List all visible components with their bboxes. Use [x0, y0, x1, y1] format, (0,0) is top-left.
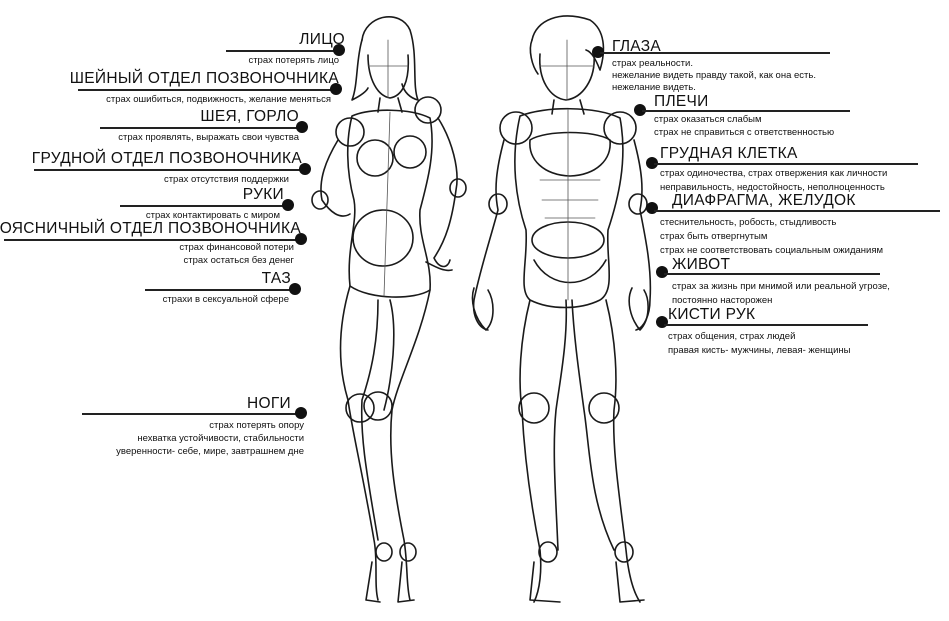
label-cervical-spine-line: [78, 89, 333, 91]
label-diaphragm-desc-2: страх быть отвергнутым: [660, 230, 767, 243]
label-neck-throat-line: [100, 127, 298, 129]
label-diaphragm-line: [654, 210, 940, 212]
label-shoulders-desc-2: страх не справиться с ответственностью: [654, 126, 834, 139]
label-diaphragm-title: ДИАФРАГМА, ЖЕЛУДОК: [672, 192, 856, 210]
label-hands-title: КИСТИ РУК: [668, 306, 755, 324]
label-lumbar-spine-desc-2: страх остаться без денег: [184, 254, 294, 267]
label-shoulders-desc-1: страх оказаться слабым: [654, 113, 762, 126]
label-pelvis-title: ТАЗ: [262, 270, 291, 288]
label-belly-marker: [656, 266, 668, 278]
label-legs-desc-3: уверенности- себе, мире, завтрашнем дне: [116, 445, 304, 458]
male-figure: [473, 16, 651, 602]
label-legs-desc-1: страх потерять опору: [209, 419, 304, 432]
label-legs-title: НОГИ: [247, 395, 291, 413]
label-chest-line: [654, 163, 918, 165]
label-hands-desc-2: правая кисть- мужчины, левая- женщины: [668, 344, 850, 357]
label-hands-desc-1: страх общения, страх людей: [668, 330, 795, 343]
label-shoulders-title: ПЛЕЧИ: [654, 93, 709, 111]
label-thoracic-spine-line: [34, 169, 302, 171]
label-lumbar-spine-marker: [295, 233, 307, 245]
label-chest-title: ГРУДНАЯ КЛЕТКА: [660, 145, 798, 163]
label-thoracic-spine-title: ГРУДНОЙ ОТДЕЛ ПОЗВОНОЧНИКА: [32, 150, 302, 168]
female-figure: [312, 17, 466, 602]
label-lumbar-spine-title: ПОЯСНИЧНЫЙ ОТДЕЛ ПОЗВОНОЧНИКА: [0, 220, 301, 238]
label-chest-desc-1: страх одиночества, страх отвержения как …: [660, 167, 887, 180]
label-arms-marker: [282, 199, 294, 211]
label-legs-line: [82, 413, 298, 415]
label-pelvis-marker: [289, 283, 301, 295]
label-belly-title: ЖИВОТ: [672, 256, 730, 274]
label-legs-desc-2: нехватка устойчивости, стабильности: [137, 432, 304, 445]
label-legs-marker: [295, 407, 307, 419]
label-diaphragm-desc-1: стеснительность, робость, стыдливость: [660, 216, 836, 229]
label-diaphragm-marker: [646, 202, 658, 214]
label-pelvis-line: [145, 289, 291, 291]
label-belly-desc-1: страх за жизнь при мнимой или реальной у…: [672, 280, 890, 293]
label-pelvis-desc: страхи в сексуальной сфере: [163, 293, 289, 306]
label-face-line: [226, 50, 336, 52]
label-arms-title: РУКИ: [243, 186, 284, 204]
label-thoracic-spine-marker: [299, 163, 311, 175]
label-hands-marker: [656, 316, 668, 328]
label-neck-throat-title: ШЕЯ, ГОРЛО: [200, 108, 299, 126]
label-cervical-spine-title: ШЕЙНЫЙ ОТДЕЛ ПОЗВОНОЧНИКА: [70, 70, 339, 88]
label-face-desc: страх потерять лицо: [248, 54, 339, 67]
label-hands-line: [664, 324, 868, 326]
label-neck-throat-desc: страх проявлять, выражать свои чувства: [118, 131, 299, 144]
label-cervical-spine-marker: [330, 83, 342, 95]
label-lumbar-spine-desc-1: страх финансовой потери: [179, 241, 294, 254]
label-arms-line: [120, 205, 286, 207]
label-thoracic-spine-desc: страх отсутствия поддержки: [164, 173, 289, 186]
label-eyes-title: ГЛАЗА: [612, 38, 661, 56]
label-cervical-spine-desc: страх ошибиться, подвижность, желание ме…: [106, 93, 331, 106]
